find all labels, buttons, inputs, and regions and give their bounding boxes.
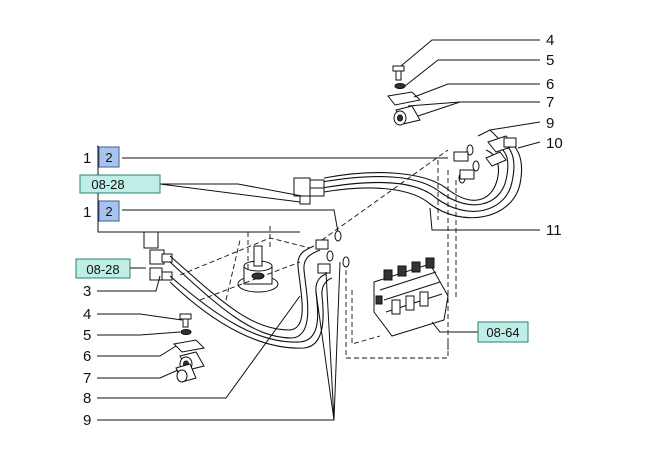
lower-hose-pair <box>169 245 333 349</box>
washer-part <box>394 83 406 89</box>
callout-11: 11 <box>546 222 562 239</box>
callout-7-upper: 7 <box>546 94 554 111</box>
clamp-part <box>387 91 422 106</box>
elbow-fitting-part <box>485 135 517 167</box>
ref-box-2-lower[interactable]: 2 <box>98 200 120 222</box>
callout-1-lower: 1 <box>83 204 91 221</box>
lower-adapter-parts <box>315 230 350 274</box>
ref-label: 2 <box>105 150 112 165</box>
callout-5-lower: 5 <box>83 327 91 344</box>
upper-clamp-assembly <box>387 65 422 126</box>
ref-box-2-upper[interactable]: 2 <box>98 146 120 168</box>
sleeve-part-lower <box>175 351 205 383</box>
callout-1-upper: 1 <box>83 150 91 167</box>
lower-clamp-assembly <box>172 313 206 383</box>
adapter-fitting-part <box>453 151 475 180</box>
ref-label: 08-28 <box>86 262 119 277</box>
hydraulic-motor-part <box>237 245 279 293</box>
callout-9-upper: 9 <box>546 115 554 132</box>
check-valve-part <box>143 231 173 281</box>
callout-10: 10 <box>546 135 563 152</box>
ref-box-08-28-upper[interactable]: 08-28 <box>79 174 161 194</box>
callout-3: 3 <box>83 283 91 300</box>
bolt-part-lower <box>179 313 192 328</box>
ref-label: 2 <box>105 204 112 219</box>
callout-6-lower: 6 <box>83 348 91 365</box>
callout-8: 8 <box>83 390 91 407</box>
ref-box-08-64[interactable]: 08-64 <box>477 321 529 343</box>
control-valve-bank-part <box>373 257 449 337</box>
clamp-part-lower <box>172 339 206 353</box>
callout-6-upper: 6 <box>546 76 554 93</box>
tee-valve-part <box>293 177 325 205</box>
callout-9-lower: 9 <box>83 412 91 429</box>
callout-7-lower: 7 <box>83 370 91 387</box>
callout-5-upper: 5 <box>546 52 554 69</box>
ref-label: 08-28 <box>91 177 124 192</box>
callout-4-lower: 4 <box>83 306 91 323</box>
bolt-part <box>392 65 405 81</box>
ref-box-08-28-lower[interactable]: 08-28 <box>75 258 131 279</box>
sleeve-part <box>393 105 421 126</box>
upper-hose-pair <box>321 141 523 219</box>
washer-part-lower <box>180 329 192 335</box>
callout-4-upper: 4 <box>546 32 554 49</box>
ref-label: 08-64 <box>486 325 519 340</box>
